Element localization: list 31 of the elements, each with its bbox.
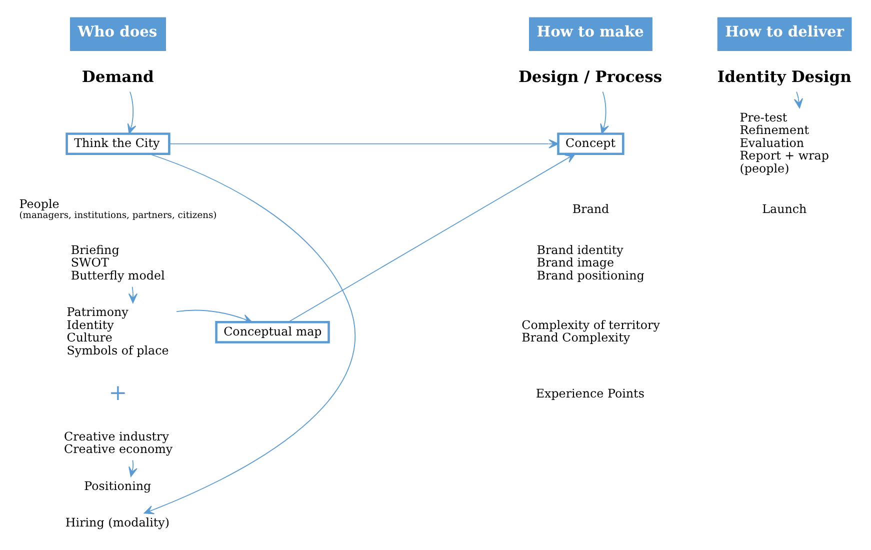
node-text: Launch	[762, 202, 807, 216]
node-box: Who does	[70, 16, 166, 51]
node-text: Identity Design	[717, 66, 852, 86]
label: +	[108, 380, 128, 406]
node-text: Brand identity Brand image Brand positioning	[536, 242, 644, 282]
arrow	[176, 309, 252, 323]
node-text: Creative industry Creative economy	[64, 428, 173, 456]
node-text: Patrimony Identity Culture Symbols of place	[66, 304, 169, 357]
node-box: Think the City	[66, 132, 170, 155]
node-text: Briefing SWOT Butterfly model	[70, 242, 165, 282]
node-text: Hiring (modality)	[65, 514, 170, 529]
node-text: People (managers, institutions, partners, citizens)	[19, 196, 217, 220]
node-box: How to make	[529, 16, 652, 51]
node-box: How to deliver	[717, 16, 852, 51]
node-text: Pre-test Refinement Evaluation Report + wrap (people)	[740, 110, 829, 176]
node-text: Experience Points	[536, 386, 644, 400]
arrow	[144, 153, 356, 514]
arrow	[794, 90, 803, 108]
node-box: Conceptual map	[215, 320, 330, 343]
node-text: Design / Process	[518, 66, 662, 86]
arrow	[288, 153, 576, 322]
arrow	[127, 90, 136, 134]
node-text: Brand	[572, 202, 610, 216]
node-text: Complexity of territory Brand Complexity	[522, 317, 660, 344]
node-box: Concept	[557, 132, 624, 155]
node-text: Demand	[82, 66, 154, 86]
arrow	[128, 286, 138, 303]
node-text: Positioning	[84, 478, 152, 492]
arrow	[128, 459, 138, 476]
arrow	[600, 90, 609, 134]
arrow	[168, 138, 559, 148]
